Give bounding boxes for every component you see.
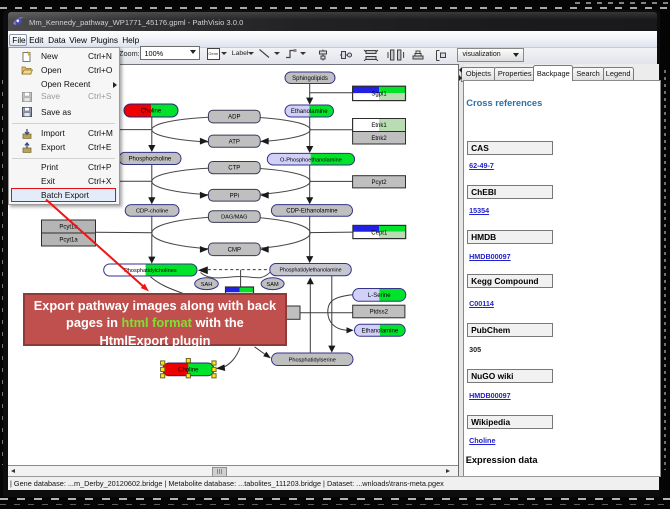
svg-text:Ethanolamine: Ethanolamine (361, 328, 398, 334)
svg-text:Phosphatidylethanolamine: Phosphatidylethanolamine (279, 268, 341, 274)
svg-text:Ptdss2: Ptdss2 (370, 310, 389, 316)
svg-text:PPi: PPi (230, 193, 239, 199)
svg-text:Choline: Choline (141, 109, 162, 115)
svg-text:CTP: CTP (228, 166, 240, 172)
svg-text:Choline: Choline (178, 368, 199, 374)
svg-text:ATP: ATP (229, 139, 240, 145)
svg-text:Etnk1: Etnk1 (371, 123, 387, 129)
svg-text:Phosphatidylserine: Phosphatidylserine (289, 357, 336, 363)
svg-text:O-Phosphoethanolamine: O-Phosphoethanolamine (280, 157, 342, 163)
svg-text:SAH: SAH (201, 282, 213, 288)
svg-text:Pcyt2: Pcyt2 (372, 180, 388, 186)
svg-text:Ethanolamine: Ethanolamine (291, 109, 328, 115)
svg-text:DAG/MAG: DAG/MAG (221, 215, 247, 221)
svg-text:Cept1: Cept1 (371, 230, 388, 236)
svg-text:Phosphocholine: Phosphocholine (129, 157, 172, 163)
svg-text:L-Serine: L-Serine (368, 293, 391, 299)
svg-text:Pcyt1b: Pcyt1b (59, 225, 78, 231)
svg-text:CDP-Ethanolamine: CDP-Ethanolamine (286, 209, 338, 215)
svg-text:Sphingolipids: Sphingolipids (292, 76, 328, 82)
svg-text:Sgpl1: Sgpl1 (371, 92, 387, 98)
svg-text:Phosphatidylcholines: Phosphatidylcholines (124, 268, 177, 274)
svg-text:CMP: CMP (228, 247, 241, 253)
svg-text:Etnk2: Etnk2 (371, 136, 387, 142)
svg-text:ADP: ADP (228, 115, 240, 121)
svg-text:Pcyt1a: Pcyt1a (59, 238, 78, 244)
svg-text:CDP-choline: CDP-choline (136, 209, 169, 215)
svg-text:SAM: SAM (267, 282, 279, 288)
